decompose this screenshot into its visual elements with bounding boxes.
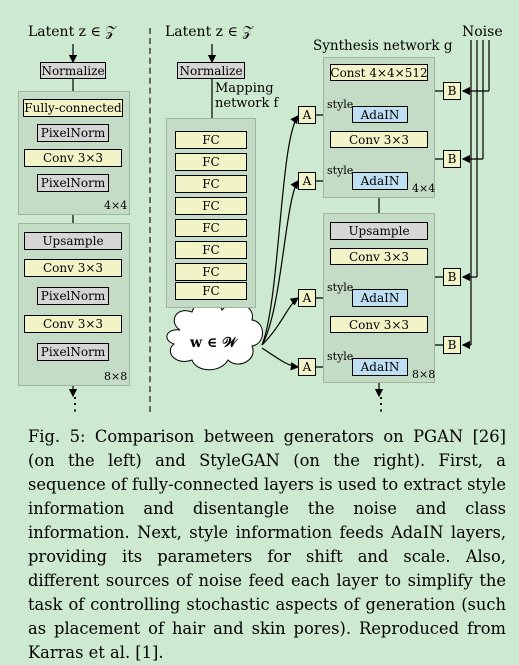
- synthesis-res-4x4: 4×4: [412, 182, 436, 195]
- left-res-4x4: 4×4: [104, 199, 128, 212]
- style-label-4: style: [327, 350, 354, 363]
- mapping-fc-3: FC: [175, 175, 247, 193]
- left-pixelnorm-box-2: PixelNorm: [37, 174, 109, 192]
- left-res-8x8: 8×8: [104, 370, 128, 383]
- affine-a-box-1: A: [298, 106, 316, 124]
- left-ellipsis: ⋮: [66, 394, 84, 415]
- left-latent-label: Latent z ∈ 𝒵: [28, 24, 116, 40]
- style-label-3: style: [327, 281, 354, 294]
- synthesis-res-8x8: 8×8: [412, 368, 436, 381]
- left-pixelnorm-box-1: PixelNorm: [37, 124, 109, 142]
- noise-label: Noise: [462, 24, 503, 40]
- affine-a-box-3: A: [298, 289, 316, 307]
- left-conv-box-1: Conv 3×3: [24, 149, 122, 167]
- column-separator: [149, 28, 151, 412]
- left-fc-box: Fully-connected: [23, 99, 123, 117]
- adain-box-4: AdaIN: [352, 358, 408, 376]
- mapping-normalize-box: Normalize: [177, 62, 245, 79]
- mapping-fc-5: FC: [175, 219, 247, 237]
- mapping-label-line2: network f: [215, 96, 279, 111]
- synthesis-conv-box-3: Conv 3×3: [330, 316, 428, 333]
- noise-b-box-1: B: [443, 82, 461, 100]
- left-pixelnorm-box-4: PixelNorm: [37, 343, 109, 361]
- synthesis-upsample-box: Upsample: [330, 222, 428, 240]
- synthesis-conv-box-1: Conv 3×3: [330, 131, 428, 148]
- mapping-fc-1: FC: [175, 131, 247, 149]
- mapping-label-line1: Mapping: [215, 81, 274, 96]
- style-label-2: style: [327, 164, 354, 177]
- left-normalize-box: Normalize: [40, 62, 106, 79]
- w-label: w ∈ 𝒲: [190, 335, 237, 351]
- mapping-fc-2: FC: [175, 153, 247, 171]
- adain-box-2: AdaIN: [352, 172, 408, 190]
- affine-a-box-4: A: [298, 358, 316, 376]
- affine-a-box-2: A: [298, 172, 316, 190]
- mapping-fc-8: FC: [175, 282, 247, 300]
- const-box: Const 4×4×512: [330, 64, 428, 81]
- left-upsample-box: Upsample: [24, 232, 122, 250]
- adain-box-3: AdaIN: [352, 289, 408, 307]
- synthesis-conv-box-2: Conv 3×3: [330, 248, 428, 265]
- mapping-fc-7: FC: [175, 263, 247, 281]
- style-label-1: style: [327, 98, 354, 111]
- mapping-fc-4: FC: [175, 197, 247, 215]
- left-pixelnorm-box-3: PixelNorm: [37, 287, 109, 305]
- left-conv-box-3: Conv 3×3: [24, 315, 122, 333]
- synthesis-ellipsis: ⋮: [372, 394, 390, 415]
- noise-b-box-4: B: [443, 336, 461, 354]
- mapping-latent-label: Latent z ∈ 𝒵: [165, 24, 253, 40]
- left-conv-box-2: Conv 3×3: [24, 259, 122, 277]
- synthesis-title: Synthesis network g: [313, 38, 453, 54]
- figure-caption: Fig. 5: Comparison between generators on…: [28, 427, 507, 662]
- noise-b-box-2: B: [443, 150, 461, 168]
- mapping-fc-6: FC: [175, 241, 247, 259]
- noise-b-box-3: B: [443, 268, 461, 286]
- adain-box-1: AdaIN: [352, 106, 408, 123]
